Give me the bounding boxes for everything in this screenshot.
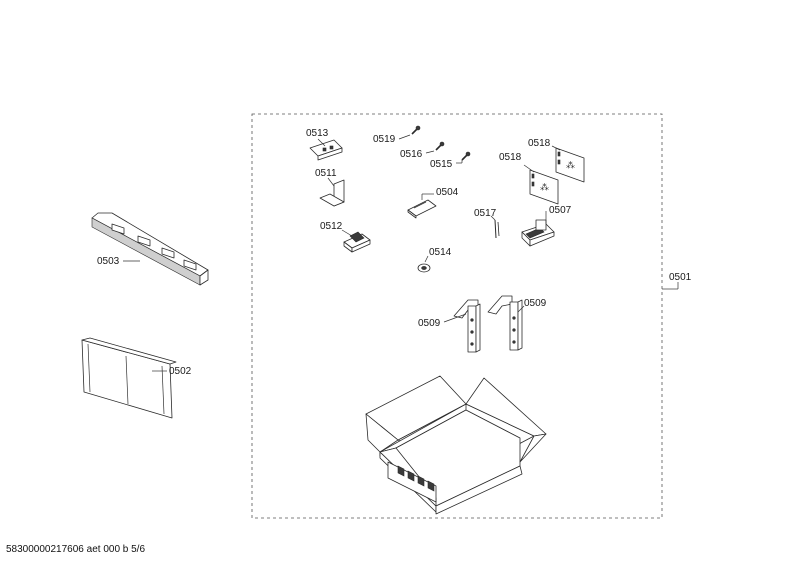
kit-boundary bbox=[251, 113, 663, 519]
label-0518-back[interactable]: 0518 bbox=[528, 138, 551, 149]
label-0517[interactable]: 0517 bbox=[474, 208, 497, 219]
leader-0512 bbox=[341, 229, 353, 237]
leader-0514 bbox=[424, 255, 429, 263]
leader-0509-right bbox=[517, 305, 525, 313]
label-0502[interactable]: 0502 bbox=[169, 366, 192, 377]
leader-0519 bbox=[398, 134, 411, 140]
label-0503[interactable]: 0503 bbox=[97, 256, 120, 267]
label-0516[interactable]: 0516 bbox=[400, 149, 423, 160]
label-0519[interactable]: 0519 bbox=[373, 134, 396, 145]
leader-0516 bbox=[425, 150, 435, 154]
label-0515[interactable]: 0515 bbox=[430, 159, 453, 170]
label-0509-left[interactable]: 0509 bbox=[418, 318, 441, 329]
part-0503-profile[interactable] bbox=[91, 212, 209, 286]
part-0519-screw[interactable] bbox=[411, 125, 421, 135]
label-0501[interactable]: 0501 bbox=[669, 272, 692, 283]
label-0513[interactable]: 0513 bbox=[306, 128, 329, 139]
part-0515-screw[interactable] bbox=[461, 151, 471, 161]
part-0509-bracket-left[interactable] bbox=[453, 299, 481, 353]
leader-0518-back bbox=[551, 145, 561, 151]
label-0511[interactable]: 0511 bbox=[315, 168, 337, 179]
part-0512-clip[interactable] bbox=[343, 231, 371, 253]
part-0507-hinge[interactable] bbox=[521, 219, 555, 247]
part-0516-screw[interactable] bbox=[435, 141, 445, 151]
label-0512[interactable]: 0512 bbox=[320, 221, 343, 232]
label-0507[interactable]: 0507 bbox=[549, 205, 572, 216]
svg-text:⁂: ⁂ bbox=[566, 160, 575, 171]
part-0517-pin[interactable] bbox=[494, 219, 500, 239]
part-0513-bracket[interactable] bbox=[309, 139, 343, 161]
svg-text:⁂: ⁂ bbox=[540, 182, 549, 193]
part-0514-nut[interactable] bbox=[417, 263, 431, 273]
leader-0509-left bbox=[443, 313, 467, 323]
label-0509-right[interactable]: 0509 bbox=[524, 298, 547, 309]
label-0518-front[interactable]: 0518 bbox=[499, 152, 522, 163]
label-0504[interactable]: 0504 bbox=[436, 187, 459, 198]
part-0504-plate[interactable] bbox=[407, 199, 437, 219]
drawing-footer-id: 58300000217606 aet 000 b 5/6 bbox=[6, 544, 146, 555]
part-0518-hinge-plate-back[interactable]: ⁂ bbox=[555, 147, 585, 183]
leader-0513 bbox=[317, 138, 326, 147]
open-cardboard-box bbox=[365, 375, 547, 515]
part-0502-panel[interactable] bbox=[81, 337, 177, 419]
label-0514[interactable]: 0514 bbox=[429, 247, 452, 258]
leader-0518-front bbox=[523, 164, 535, 173]
leader-0517 bbox=[490, 215, 496, 221]
part-0518-hinge-plate-front[interactable]: ⁂ bbox=[529, 169, 559, 205]
part-0509-bracket-right[interactable] bbox=[487, 295, 523, 351]
leader-0511 bbox=[327, 177, 335, 187]
part-0511-angle-bracket[interactable] bbox=[319, 179, 345, 207]
